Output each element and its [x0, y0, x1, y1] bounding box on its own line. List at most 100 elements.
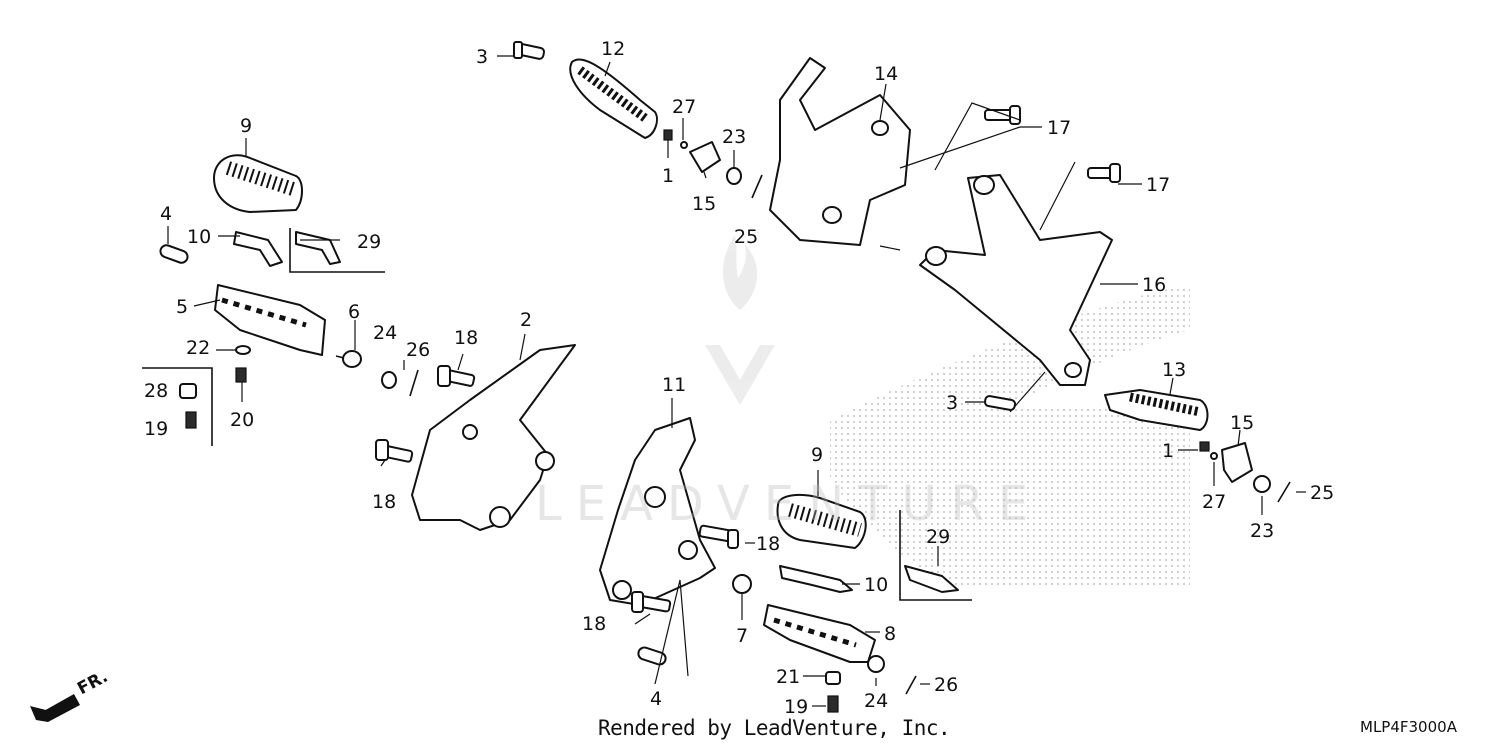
- bolt-part-18: [375, 439, 414, 463]
- watermark-logo: [705, 235, 775, 405]
- washer-part-23: [726, 167, 742, 185]
- washer-part-24: [381, 371, 397, 389]
- washer-part-24: [867, 655, 885, 673]
- label-part-9: 9: [811, 444, 823, 466]
- label-part-1: 1: [1162, 440, 1174, 462]
- spring-part-7: [732, 574, 752, 594]
- label-part-14: 14: [874, 63, 898, 85]
- bolt-part-19: [185, 411, 197, 429]
- label-part-18: 18: [582, 613, 606, 635]
- pin-part-1: [663, 129, 673, 141]
- label-part-22: 22: [186, 337, 210, 359]
- bolt-part-18: [437, 365, 476, 387]
- plate-part-15: [1221, 442, 1253, 483]
- label-part-12: 12: [601, 38, 625, 60]
- pin-part-4: [159, 244, 189, 264]
- label-part-1: 1: [662, 165, 674, 187]
- label-part-2: 2: [520, 309, 532, 331]
- label-part-23: 23: [722, 126, 746, 148]
- watermark-text: LEADVENTURE: [535, 476, 1043, 532]
- label-part-4: 4: [160, 203, 172, 225]
- label-part-9: 9: [240, 115, 252, 137]
- label-part-3: 3: [476, 46, 488, 68]
- label-part-26: 26: [406, 339, 430, 361]
- label-part-24: 24: [864, 690, 888, 712]
- bolt-part-19: [827, 695, 839, 713]
- cotter-part-25: [1277, 481, 1291, 503]
- bolt-part-17: [1087, 163, 1121, 183]
- label-part-19: 19: [784, 696, 808, 718]
- ball-part-27: [1210, 452, 1218, 460]
- plate-part-15: [689, 141, 721, 173]
- label-part-10: 10: [864, 574, 888, 596]
- bolt-part-17: [984, 105, 1021, 125]
- group-bracket: [899, 510, 972, 601]
- step-part-8: [763, 604, 876, 663]
- label-part-3: 3: [946, 392, 958, 414]
- label-part-7: 7: [736, 625, 748, 647]
- washer-part-22: [235, 345, 251, 355]
- footpeg-part-13: [1104, 389, 1209, 431]
- label-part-5: 5: [176, 296, 188, 318]
- label-part-29: 29: [357, 231, 381, 253]
- plate-part-29: [295, 231, 341, 265]
- label-part-4: 4: [650, 688, 662, 710]
- group-bracket: [142, 367, 213, 446]
- label-part-8: 8: [884, 623, 896, 645]
- label-part-6: 6: [348, 301, 360, 323]
- footpeg-part-12: [569, 58, 658, 139]
- label-part-15: 15: [692, 193, 716, 215]
- label-part-20: 20: [230, 409, 254, 431]
- bracket-part-2: [411, 344, 576, 531]
- spring-part-6: [335, 350, 362, 368]
- bolt-part-3: [983, 395, 1017, 411]
- label-part-25: 25: [734, 226, 758, 248]
- bolt-part-18: [631, 591, 672, 613]
- label-part-19: 19: [144, 418, 168, 440]
- pin-part-1: [1199, 441, 1210, 452]
- leader-lines: [167, 55, 1306, 707]
- render-credit: Rendered by LeadVenture, Inc.: [598, 716, 951, 740]
- bolt-part-3: [513, 41, 546, 60]
- front-arrow-icon: [30, 694, 80, 722]
- group-bracket: [289, 228, 385, 273]
- label-part-27: 27: [1202, 491, 1226, 513]
- plate-part-10: [233, 231, 283, 267]
- guard-part-11: [599, 417, 716, 606]
- label-part-17: 17: [1047, 117, 1071, 139]
- diagram-code: MLP4F3000A: [1360, 718, 1457, 736]
- plate-part-10: [779, 565, 853, 593]
- label-part-18: 18: [454, 327, 478, 349]
- step-part-5: [214, 284, 326, 356]
- rubber-part-9: [213, 154, 303, 213]
- rubber-part-9: [776, 493, 867, 549]
- bolt-part-18: [698, 524, 739, 549]
- label-part-25: 25: [1310, 482, 1334, 504]
- label-part-23: 23: [1250, 520, 1274, 542]
- cotter-part-26: [409, 369, 419, 397]
- cotter-part-26: [905, 675, 917, 695]
- label-part-27: 27: [672, 96, 696, 118]
- label-part-17: 17: [1146, 174, 1170, 196]
- part-number-labels: 3 12 27 1 23 15 25 14 17 17 16 13 3 15 1…: [144, 38, 1334, 718]
- label-part-16: 16: [1142, 274, 1166, 296]
- washer-part-23: [1253, 475, 1271, 493]
- bolt-part-20: [235, 367, 247, 383]
- pin-part-4: [637, 646, 667, 666]
- ball-part-27: [680, 141, 688, 149]
- collar-part-21: [825, 671, 841, 685]
- bracket-part-16: [919, 174, 1113, 386]
- label-part-13: 13: [1162, 359, 1186, 381]
- label-part-11: 11: [662, 374, 686, 396]
- label-part-15: 15: [1230, 412, 1254, 434]
- plate-part-29: [904, 565, 959, 593]
- label-part-18: 18: [372, 491, 396, 513]
- label-part-28: 28: [144, 380, 168, 402]
- label-part-21: 21: [776, 666, 800, 688]
- background-wing: [830, 285, 1190, 585]
- bracket-part-14: [769, 57, 911, 246]
- label-part-18: 18: [756, 533, 780, 555]
- label-part-26: 26: [934, 674, 958, 696]
- collar-part-28: [179, 383, 197, 399]
